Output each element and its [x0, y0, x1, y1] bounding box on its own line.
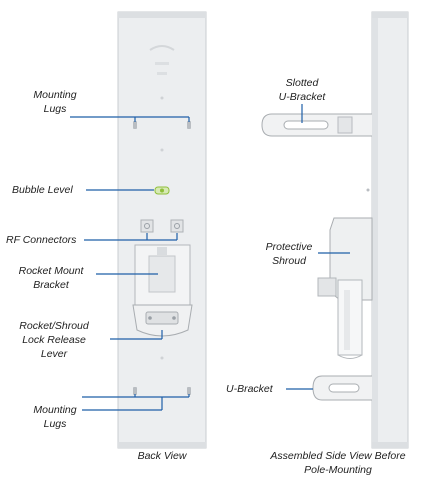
label-mounting-lugs-bottom: Mounting Lugs: [20, 403, 90, 431]
side-view-antenna: [261, 11, 409, 449]
slotted-u-bracket: [261, 113, 372, 137]
lock-release-lever: [132, 304, 193, 337]
rf-connectors: [140, 219, 184, 233]
label-protective-shroud: Protective Shroud: [254, 240, 324, 268]
caption-line: Pole-Mounting: [304, 464, 372, 476]
caption-side-view: Assembled Side View Before Pole-Mounting: [258, 449, 418, 477]
u-bracket: [312, 375, 372, 401]
mounting-lug-bottom-left: [133, 387, 137, 395]
label-line: Protective: [265, 241, 313, 253]
label-line: Lugs: [43, 418, 67, 430]
label-line: Slotted: [285, 77, 319, 89]
mounting-lug-bottom-right: [187, 387, 191, 395]
label-line: Rocket/Shroud: [19, 320, 89, 332]
label-mounting-lugs-top: Mounting Lugs: [20, 88, 90, 116]
mounting-lug-top-right: [187, 121, 191, 129]
label-lock-release-lever: Rocket/Shroud Lock Release Lever: [4, 319, 104, 361]
label-u-bracket: U-Bracket: [226, 383, 273, 395]
label-rocket-mount-bracket: Rocket Mount Bracket: [8, 264, 94, 292]
label-bubble-level: Bubble Level: [12, 184, 73, 196]
label-line: Bracket: [33, 279, 69, 291]
label-rf-connectors: RF Connectors: [6, 234, 77, 246]
leader-lines: [70, 104, 350, 411]
label-slotted-u-bracket: Slotted U-Bracket: [262, 76, 342, 104]
rocket-mount-bracket: [134, 244, 191, 306]
back-view-antenna: [117, 11, 207, 449]
label-line: U-Bracket: [278, 91, 326, 103]
label-line: Rocket Mount: [18, 265, 84, 277]
label-line: Lever: [40, 348, 68, 360]
label-line: Mounting: [33, 404, 77, 416]
caption-line: Assembled Side View Before: [270, 450, 406, 462]
label-line: Shroud: [272, 255, 306, 267]
protective-shroud: [317, 217, 373, 359]
label-line: Mounting: [33, 89, 77, 101]
label-line: Lock Release: [22, 334, 86, 346]
mounting-lug-top-left: [133, 121, 137, 129]
label-line: Lugs: [43, 103, 67, 115]
caption-back-view: Back View: [137, 450, 187, 462]
